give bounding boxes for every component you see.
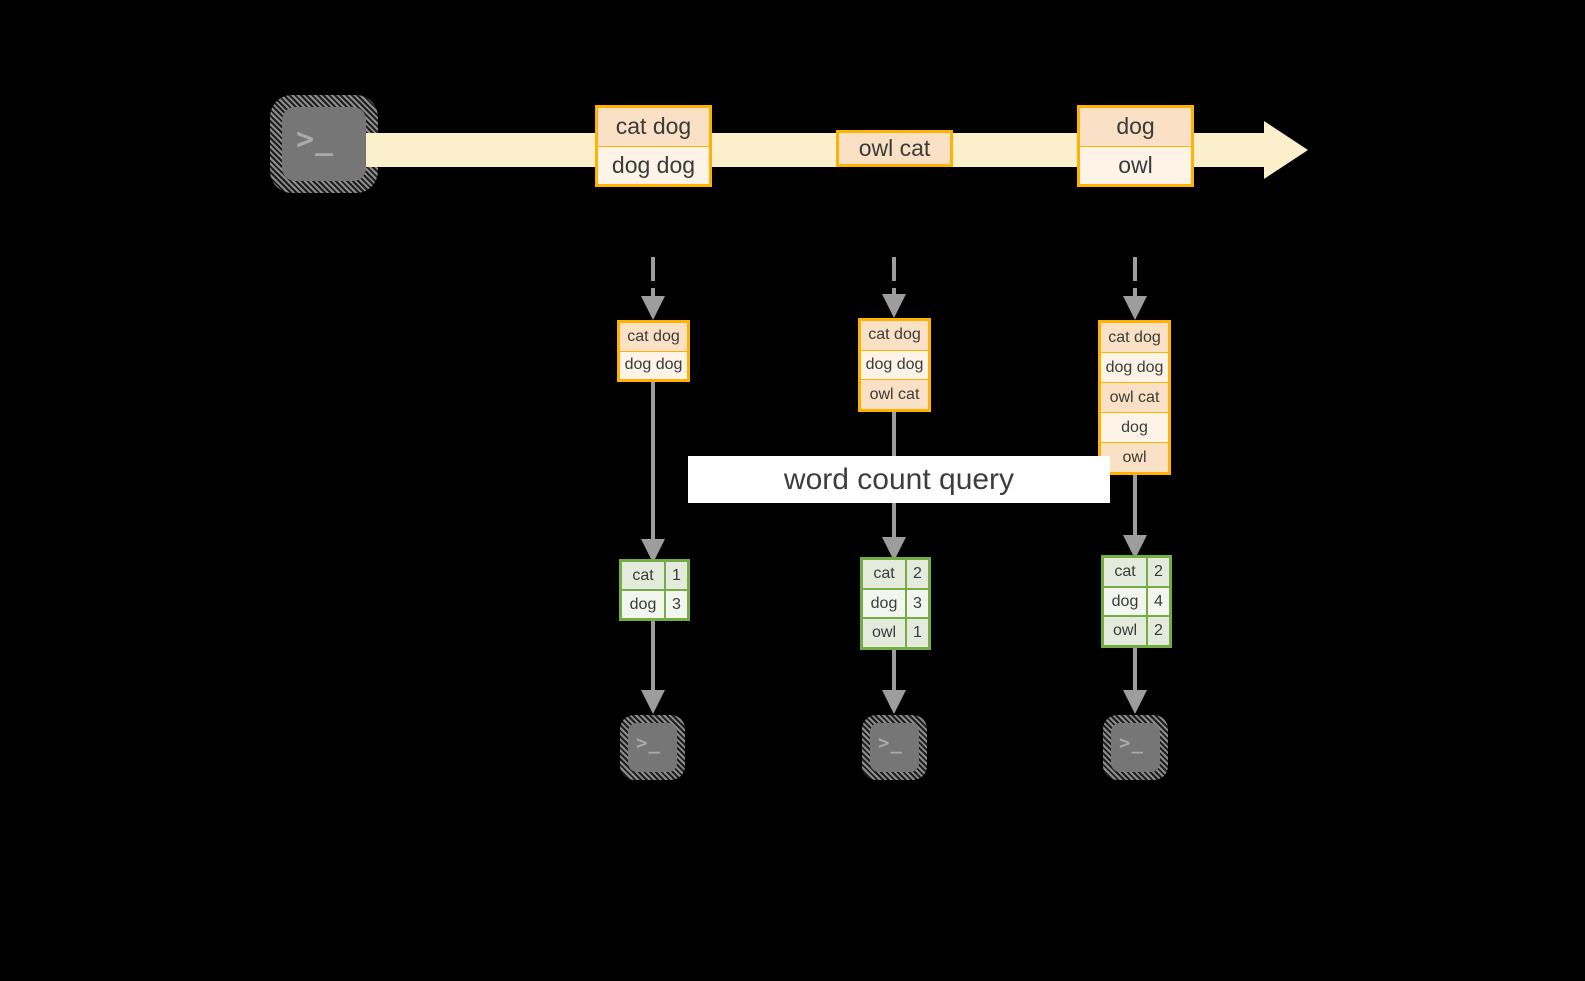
result-count: 2 [905, 560, 928, 588]
stream-arrow-head [1264, 121, 1308, 179]
terminal-prompt-glyph: >_ [636, 732, 661, 754]
result-word: cat [622, 562, 664, 589]
snapshot-2-accumulated-records: cat dog dog dog owl cat [858, 318, 931, 412]
snapshot-3-sink-arrowhead [1123, 690, 1147, 714]
stream-record-line: owl cat [839, 133, 950, 164]
accumulated-record-line: cat dog [861, 321, 928, 350]
result-word: owl [1104, 617, 1146, 645]
snapshot-2-sink-arrowhead [882, 690, 906, 714]
terminal-screen [628, 723, 677, 772]
snapshot-2-sink-terminal-icon: >_ [862, 715, 927, 780]
snapshot-3-sink-arrow-line [1133, 648, 1137, 693]
terminal-prompt-glyph: >_ [878, 732, 903, 754]
snapshot-3-accumulated-records: cat dog dog dog owl cat dog owl [1098, 320, 1171, 475]
terminal-screen [282, 107, 366, 181]
terminal-screen [870, 723, 919, 772]
table-row: dog 4 [1104, 585, 1169, 616]
snapshot-2-sink-arrow-line [892, 650, 896, 693]
snapshot-1-sink-terminal-icon: >_ [620, 715, 685, 780]
accumulated-record-line: cat dog [620, 323, 687, 351]
stream-record-line: dog [1080, 108, 1191, 146]
table-row: cat 2 [863, 560, 928, 588]
table-row: cat 2 [1104, 558, 1169, 586]
source-terminal-icon: >_ [270, 95, 378, 193]
accumulated-record-line: dog dog [620, 350, 687, 379]
result-word: dog [863, 589, 905, 618]
snapshot-1-dashed-tick [651, 257, 655, 281]
accumulated-record-line: owl cat [861, 379, 928, 409]
result-word: owl [863, 619, 905, 647]
result-count: 2 [1146, 617, 1169, 645]
snapshot-3-sink-terminal-icon: >_ [1103, 715, 1168, 780]
terminal-screen [1111, 723, 1160, 772]
query-caption-label: word count query [688, 456, 1110, 503]
result-word: dog [1104, 587, 1146, 616]
table-row: cat 1 [622, 562, 687, 589]
accumulated-record-line: dog dog [1101, 352, 1168, 382]
stream-record-line: dog dog [598, 145, 709, 184]
result-count: 3 [905, 589, 928, 618]
snapshot-1-sink-arrow-line [651, 621, 655, 693]
table-row: dog 3 [622, 589, 687, 618]
terminal-prompt-glyph: >_ [1119, 732, 1144, 754]
snapshot-3-query-arrow-line [1133, 475, 1137, 553]
snapshot-3-dashed-arrowhead [1123, 296, 1147, 320]
stream-record-1: cat dog dog dog [595, 105, 712, 187]
accumulated-record-line: dog dog [861, 349, 928, 380]
terminal-prompt-glyph: >_ [296, 122, 335, 157]
accumulated-record-line: owl [1101, 442, 1168, 472]
snapshot-3-result-table: cat 2 dog 4 owl 2 [1101, 555, 1172, 648]
stream-record-line: cat dog [598, 108, 709, 146]
result-word: cat [863, 560, 905, 588]
accumulated-record-line: cat dog [1101, 323, 1168, 352]
snapshot-1-query-arrow-line [651, 382, 655, 557]
accumulated-record-line: owl cat [1101, 382, 1168, 412]
result-word: cat [1104, 558, 1146, 586]
table-row: owl 2 [1104, 615, 1169, 645]
snapshot-2-result-table: cat 2 dog 3 owl 1 [860, 557, 931, 650]
result-word: dog [622, 591, 664, 618]
result-count: 2 [1146, 558, 1169, 586]
result-count: 4 [1146, 587, 1169, 616]
stream-record-line: owl [1080, 145, 1191, 184]
snapshot-3-dashed-tick [1133, 257, 1137, 281]
result-count: 1 [905, 619, 928, 647]
table-row: owl 1 [863, 617, 928, 647]
snapshot-1-sink-arrowhead [641, 690, 665, 714]
result-count: 3 [664, 591, 687, 618]
snapshot-1-accumulated-records: cat dog dog dog [617, 320, 690, 382]
snapshot-1-dashed-arrowhead [641, 296, 665, 320]
accumulated-record-line: dog [1101, 412, 1168, 442]
result-count: 1 [664, 562, 687, 589]
snapshot-2-dashed-tick [892, 257, 896, 281]
stream-record-2: owl cat [836, 130, 953, 167]
stream-record-3: dog owl [1077, 105, 1194, 187]
snapshot-2-dashed-arrowhead [882, 294, 906, 318]
snapshot-1-result-table: cat 1 dog 3 [619, 559, 690, 621]
table-row: dog 3 [863, 587, 928, 618]
